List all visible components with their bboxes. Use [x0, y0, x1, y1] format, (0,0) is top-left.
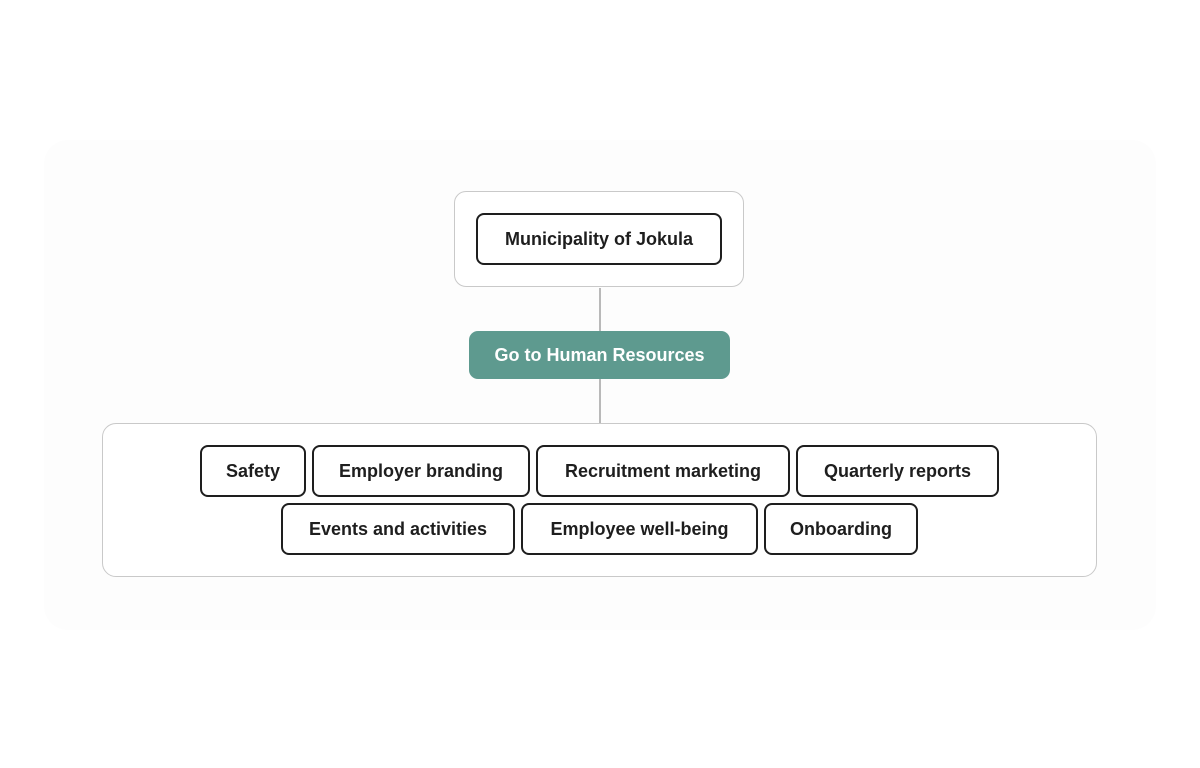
root-node-label: Municipality of Jokula [504, 228, 694, 249]
root-node[interactable]: Municipality of Jokula [476, 213, 722, 265]
root-group: Municipality of Jokula [454, 191, 744, 287]
child-node-employee-well-being[interactable]: Employee well-being [521, 503, 758, 555]
child-node-label: Safety [225, 460, 281, 481]
child-node-label: Onboarding [790, 518, 892, 539]
child-node-quarterly-reports[interactable]: Quarterly reports [796, 445, 999, 497]
action-button-label: Go to Human Resources [494, 344, 705, 365]
children-row-2: Events and activities Employee well-bein… [103, 503, 1096, 555]
connector-action-to-children [599, 379, 601, 424]
child-node-label: Quarterly reports [823, 460, 972, 481]
child-node-events-and-activities[interactable]: Events and activities [281, 503, 515, 555]
go-to-human-resources-button[interactable]: Go to Human Resources [469, 331, 730, 379]
child-node-onboarding[interactable]: Onboarding [764, 503, 918, 555]
child-node-recruitment-marketing[interactable]: Recruitment marketing [536, 445, 790, 497]
children-row-1: Safety Employer branding Recruitment mar… [103, 445, 1096, 497]
child-node-label: Employer branding [338, 460, 504, 481]
child-node-safety[interactable]: Safety [200, 445, 306, 497]
child-node-employer-branding[interactable]: Employer branding [312, 445, 530, 497]
connector-root-to-action [599, 288, 601, 332]
child-node-label: Events and activities [308, 518, 488, 539]
child-node-label: Employee well-being [550, 518, 729, 539]
child-node-label: Recruitment marketing [564, 460, 762, 481]
children-group: Safety Employer branding Recruitment mar… [102, 423, 1097, 577]
